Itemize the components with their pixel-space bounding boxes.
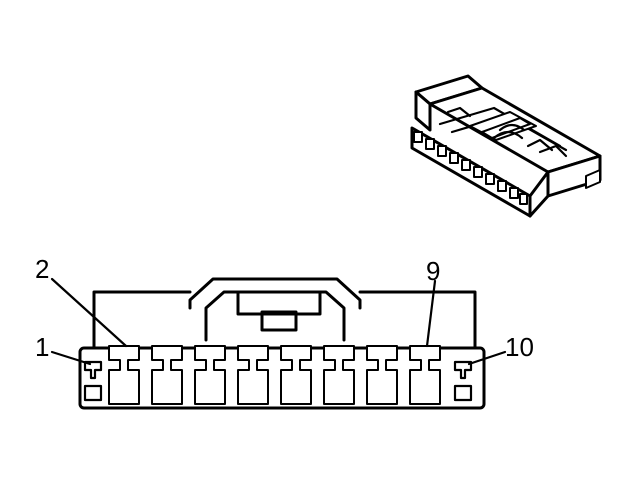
terminal-cavity-7 [323,345,355,405]
terminal-cavity-4 [194,345,226,405]
terminal-cavity-9 [409,345,441,405]
leader-line-10 [467,350,507,366]
connector-3d-view [410,74,602,218]
terminal-cavity-8 [366,345,398,405]
terminal-cavity-2 [108,345,140,405]
terminal-cavities [108,345,441,405]
leader-line-9 [425,279,437,348]
pin-label-1: 1 [35,332,49,362]
leader-line-1 [50,350,92,366]
leader-lines [50,277,507,366]
leader-line-2 [50,277,128,348]
pin-label-2: 2 [35,254,49,284]
pin-label-9: 9 [426,256,440,286]
terminal-cavity-6 [280,345,312,405]
terminal-cavity-3 [151,345,183,405]
connector-front-view [78,277,486,410]
terminal-cavity-5 [237,345,269,405]
pin-label-10: 10 [505,332,534,362]
